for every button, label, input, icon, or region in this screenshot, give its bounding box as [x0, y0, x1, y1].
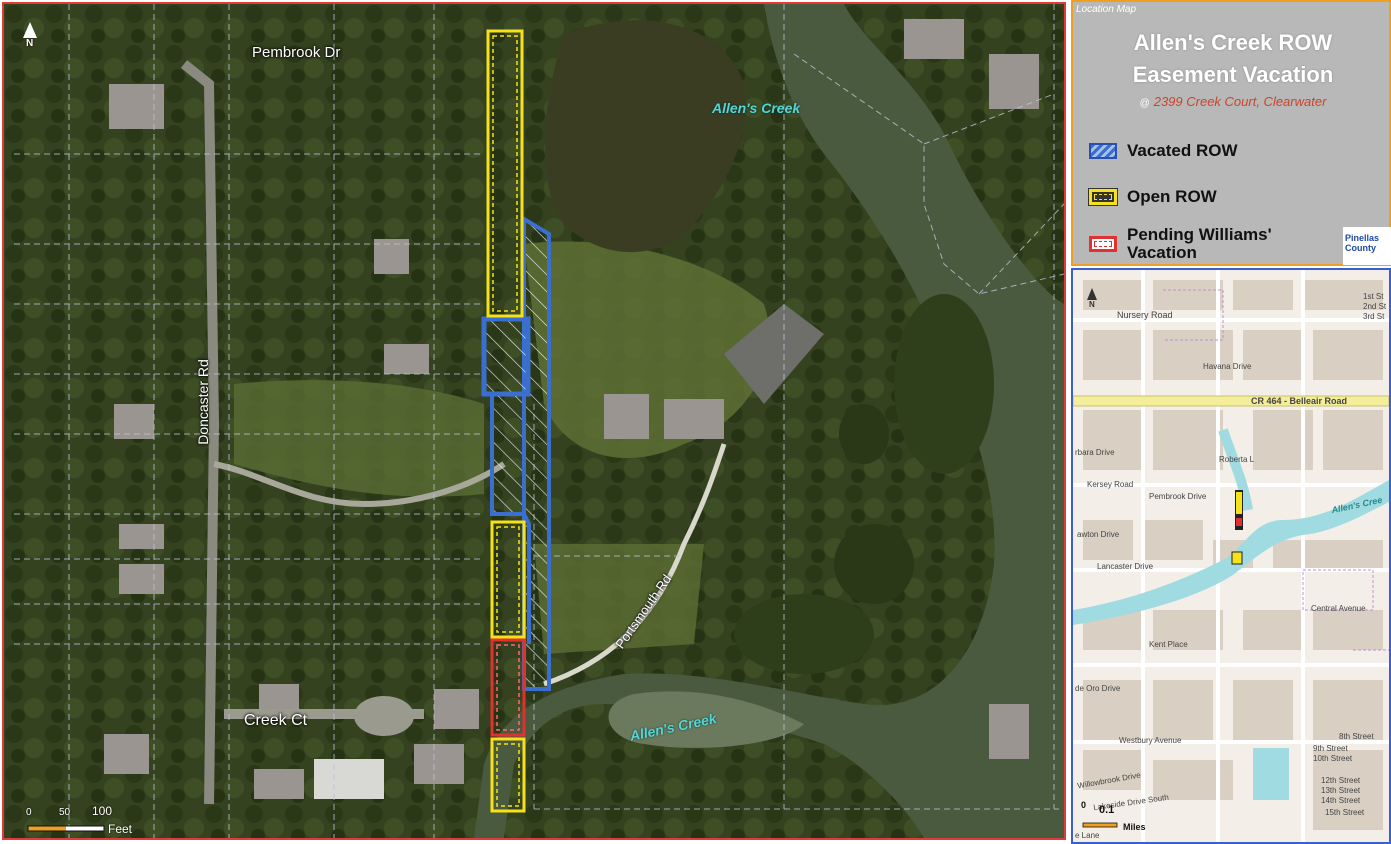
vacated-row-area	[481, 316, 531, 397]
street-label-doncaster: Doncaster Rd	[194, 359, 211, 445]
legend-panel: Location Map Allen's Creek ROW Easement …	[1071, 0, 1391, 266]
loc-label-lawton: awton Drive	[1077, 530, 1120, 539]
open-row-swatch-icon	[1088, 188, 1118, 206]
loc-label-havana: Havana Drive	[1203, 362, 1252, 371]
scale-bar	[27, 825, 105, 832]
loc-label-barbara: rbara Drive	[1075, 448, 1115, 457]
map-title-line2: Easement Vacation	[1132, 62, 1334, 87]
map-title-line1: Allen's Creek ROW	[1133, 30, 1333, 55]
scale-unit: Feet	[108, 822, 133, 836]
loc-scale-tick-0: 0	[1081, 800, 1087, 810]
scale-tick-50: 50	[59, 807, 71, 818]
scale-tick-100: 100	[92, 804, 113, 818]
loc-label-3rd: 3rd St	[1363, 312, 1385, 321]
pending-swatch-icon	[1089, 236, 1117, 252]
pending-vacation-area	[490, 638, 526, 737]
loc-label-oro: de Oro Drive	[1075, 684, 1121, 693]
loc-label-central: Central Avenue	[1311, 604, 1366, 613]
loc-label-pembrook: Pembrook Drive	[1149, 492, 1207, 501]
loc-label-8th: 8th Street	[1339, 732, 1374, 741]
north-arrow-icon: N	[22, 22, 37, 49]
loc-label-2nd: 2nd St	[1363, 302, 1387, 311]
loc-scale-unit: Miles	[1123, 822, 1146, 832]
aerial-imagery	[4, 4, 1064, 838]
main-aerial-map[interactable]: N Pembrook Dr Doncaster Rd Creek Ct Port…	[2, 2, 1066, 840]
loc-label-lancaster: Lancaster Drive	[1097, 562, 1154, 571]
scale-tick-0: 0	[26, 807, 32, 818]
legend-item-vacated: Vacated ROW	[1089, 142, 1238, 160]
open-row-area	[490, 737, 526, 813]
loc-label-14th: 14th Street	[1321, 796, 1361, 805]
loc-label-9th: 9th Street	[1313, 744, 1348, 753]
pinellas-county-logo: Pinellas County	[1343, 227, 1391, 265]
location-map[interactable]: N Nursery Road Havana Drive CR 464 - Bel…	[1071, 268, 1391, 844]
loc-label-10th: 10th Street	[1313, 754, 1353, 763]
loc-label-roberta: Roberta L	[1219, 455, 1255, 464]
panel-label: Location Map	[1076, 4, 1137, 15]
loc-label-1st: 1st St	[1363, 292, 1384, 301]
vacated-row-area	[490, 392, 526, 516]
open-row-area	[490, 520, 526, 639]
loc-label-cr464: CR 464 - Belleair Road	[1251, 396, 1348, 406]
loc-label-nursery: Nursery Road	[1117, 310, 1173, 320]
street-label-creek-ct: Creek Ct	[244, 712, 308, 729]
street-label-pembrook: Pembrook Dr	[252, 44, 341, 61]
loc-label-13th: 13th Street	[1321, 786, 1361, 795]
location-north-arrow-icon: N	[1087, 288, 1097, 309]
loc-label-westbury: Westbury Avenue	[1119, 736, 1182, 745]
loc-label-kersey: Kersey Road	[1087, 480, 1134, 489]
creek-label-upper: Allen's Creek	[712, 100, 801, 116]
location-map-drawing	[1073, 270, 1389, 842]
address-text: 2399 Creek Court, Clearwater	[1153, 94, 1327, 109]
loc-label-15th: 15th Street	[1325, 808, 1365, 817]
vacated-swatch-icon	[1089, 143, 1117, 159]
legend-item-pending: Pending Williams' Vacation	[1089, 226, 1272, 262]
loc-label-kent: Kent Place	[1149, 640, 1188, 649]
map-subtitle: @2399 Creek Court, Clearwater	[1139, 94, 1327, 109]
loc-label-lane: e Lane	[1075, 831, 1100, 840]
loc-scale-tick-1: 0.1	[1099, 804, 1115, 816]
legend-item-open: Open ROW	[1088, 188, 1217, 206]
loc-label-12th: 12th Street	[1321, 776, 1361, 785]
open-row-area	[486, 29, 524, 318]
